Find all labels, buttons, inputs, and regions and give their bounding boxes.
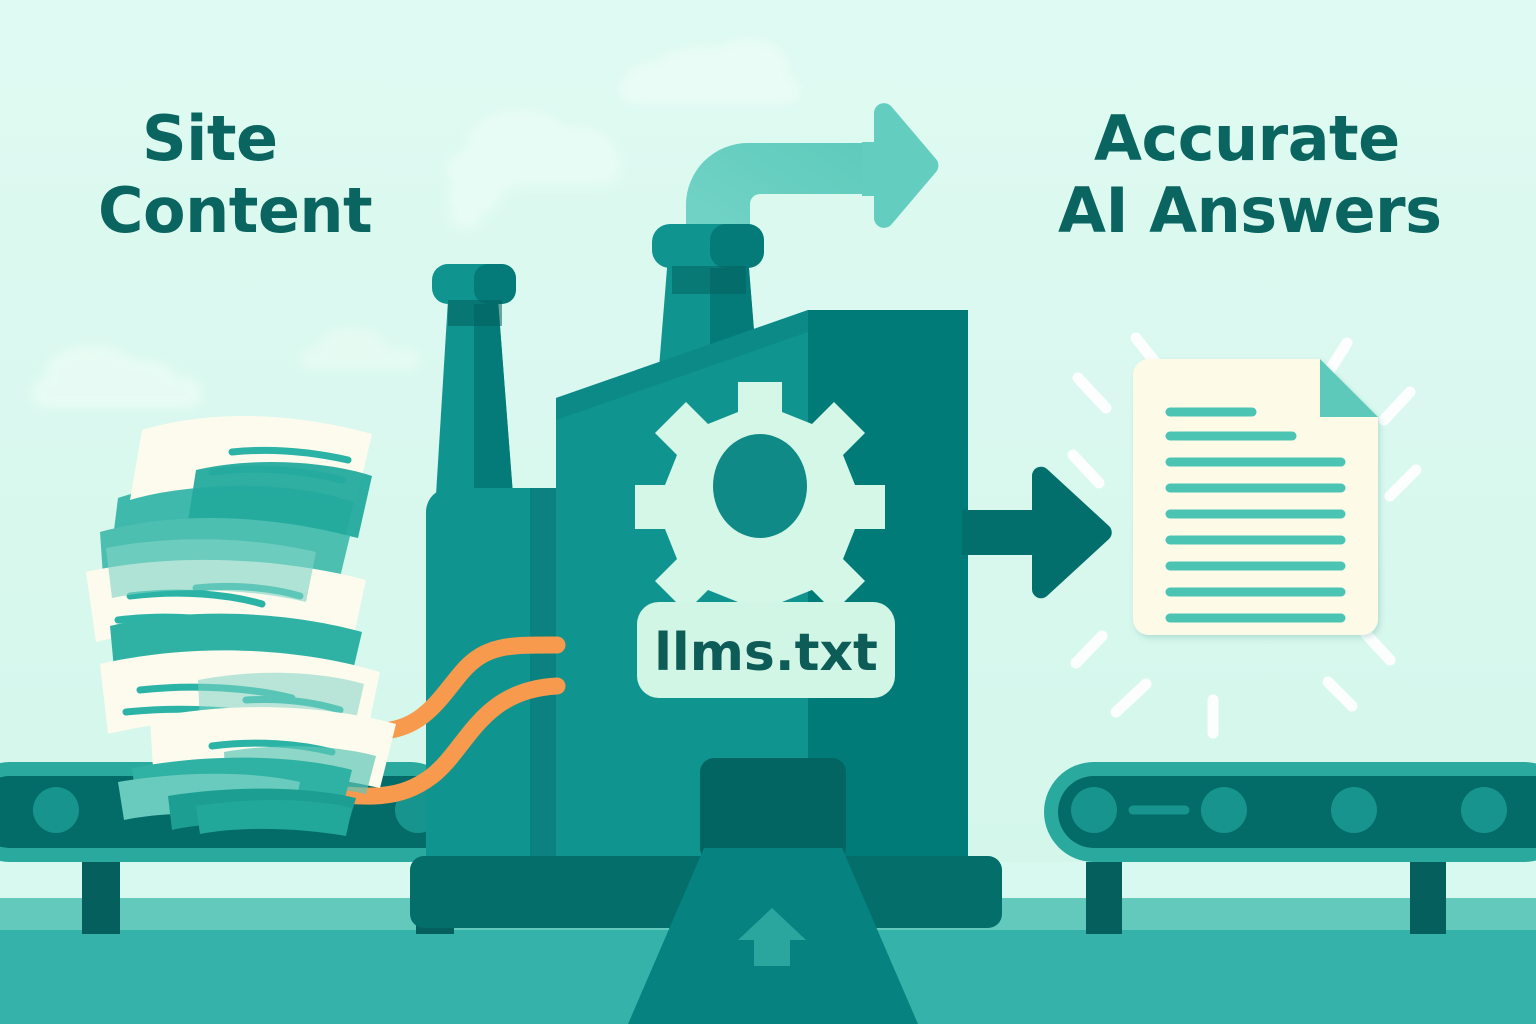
left-heading-line1: Site bbox=[142, 102, 278, 175]
conveyor-roller bbox=[1201, 787, 1247, 833]
document-lines bbox=[1165, 407, 1346, 623]
conveyor-right-leg bbox=[1410, 862, 1446, 934]
left-heading-line2: Content bbox=[98, 174, 372, 247]
gear-hub bbox=[713, 434, 807, 538]
document-folded-corner bbox=[1320, 359, 1378, 417]
conveyor-right-belt bbox=[1058, 776, 1536, 848]
conveyor-roller bbox=[1331, 787, 1377, 833]
output-document bbox=[1133, 359, 1378, 635]
factory-door bbox=[700, 758, 846, 862]
llms-txt-badge-label: llms.txt bbox=[654, 623, 878, 683]
cloud-right-low bbox=[300, 328, 420, 370]
paper-stack bbox=[86, 416, 396, 836]
paper-sheet-teal bbox=[196, 800, 352, 836]
output-ramp bbox=[628, 848, 918, 1024]
cloud-left-low bbox=[32, 346, 202, 408]
conveyor-roller bbox=[33, 787, 79, 833]
intake-tube bbox=[291, 677, 566, 805]
arrow-right-output bbox=[962, 466, 1112, 599]
conveyor-right-leg bbox=[1086, 862, 1122, 934]
cloud-top-center bbox=[620, 40, 800, 104]
sparkle-ray bbox=[1070, 630, 1108, 669]
conveyor-roller bbox=[1461, 787, 1507, 833]
sparkle-ray bbox=[1322, 676, 1358, 712]
sparkle-ray bbox=[1067, 449, 1105, 489]
sparkle-ray bbox=[1110, 678, 1152, 718]
cloud-upper-left-mid bbox=[446, 110, 620, 228]
right-heading-line2: AI Answers bbox=[1058, 174, 1441, 247]
llms-txt-badge[interactable]: llms.txt bbox=[637, 602, 895, 698]
intake-tubes bbox=[291, 636, 566, 805]
conveyor-roller bbox=[1071, 787, 1117, 833]
factory-roof-edge bbox=[556, 310, 808, 420]
gear-icon bbox=[635, 382, 885, 632]
sparkle-ray bbox=[1360, 628, 1396, 666]
paper-sheet-teal-overlay bbox=[106, 539, 316, 602]
intake-tube bbox=[356, 636, 566, 740]
conveyor-left-leg bbox=[82, 862, 120, 934]
sparkle-ray bbox=[1072, 372, 1112, 414]
sparkle-ray bbox=[1384, 464, 1422, 502]
right-heading-line1: Accurate bbox=[1094, 102, 1400, 175]
sparkle-ray bbox=[1378, 386, 1416, 426]
curved-arrow-head bbox=[874, 103, 939, 228]
conveyor-right bbox=[1044, 762, 1536, 934]
arrow-up-icon bbox=[738, 908, 806, 966]
